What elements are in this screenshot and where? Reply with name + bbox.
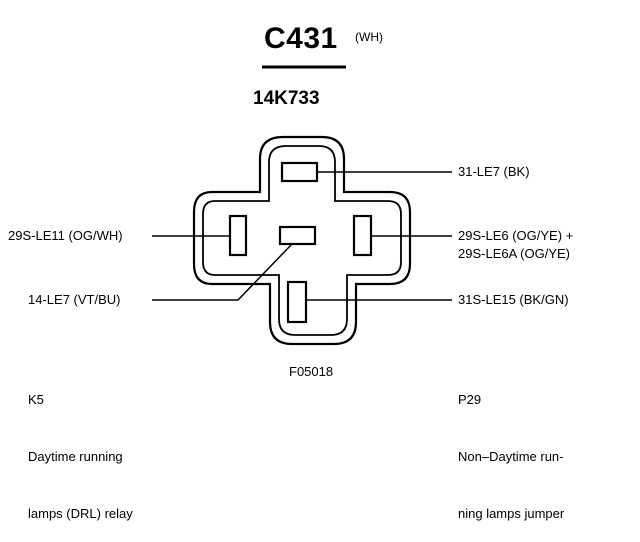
connector-housing-inner (202, 145, 402, 336)
pin-cavity-left (228, 214, 248, 257)
pin-label-center: 14-LE7 (VT/BU) (28, 292, 121, 307)
pin-label-top: 31-LE7 (BK) (458, 164, 530, 179)
connector-id: C431 (264, 22, 338, 55)
connector-diagram (152, 135, 452, 346)
pin-label-right-line2: 29S-LE6A (OG/YE) (458, 246, 570, 261)
pin-label-left: 29S-LE11 (OG/WH) (8, 228, 123, 243)
figure-code: F05018 (289, 364, 334, 379)
leader-line-center (152, 243, 293, 301)
footer-right: P29 Non–Daytime run- ning lamps jumper (458, 352, 564, 542)
pin-cavity-top (280, 161, 319, 183)
footer-right-code: P29 (458, 392, 482, 407)
pin-cavity-right (352, 214, 373, 257)
footer-left-line1: Daytime running (28, 449, 123, 464)
connector-housing-outer (192, 135, 412, 346)
footer-right-line2: ning lamps jumper (458, 506, 565, 521)
footer-left-code: K5 (28, 392, 44, 407)
footer-right-line1: Non–Daytime run- (458, 449, 564, 464)
pin-label-bottom: 31S-LE15 (BK/GN) (458, 292, 569, 307)
footer-left-line2: lamps (DRL) relay (28, 506, 133, 521)
pin-cavity-bottom (286, 280, 308, 324)
pin-label-right-line1: 29S-LE6 (OG/YE) + (458, 228, 574, 243)
pin-cavity-center (278, 225, 317, 246)
part-number: 14K733 (253, 88, 320, 109)
title-underline-layer (262, 65, 346, 69)
footer-left: K5 Daytime running lamps (DRL) relay (28, 352, 133, 542)
connector-color-code: (WH) (355, 30, 383, 44)
